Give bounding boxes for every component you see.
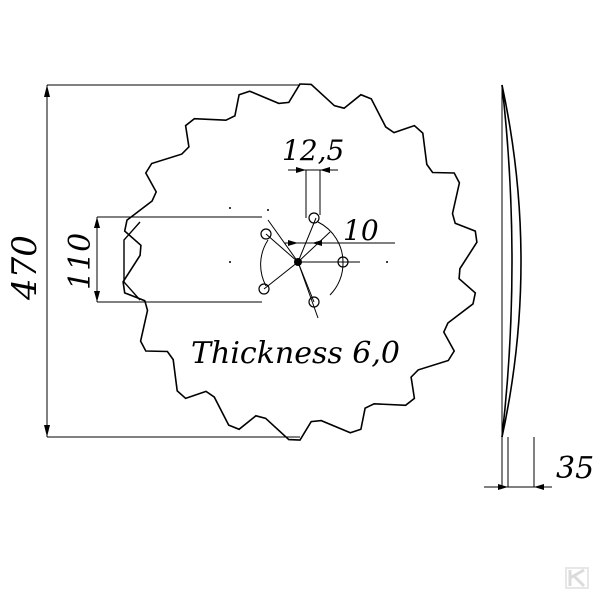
hub-holes — [229, 207, 388, 319]
thickness-note: Thickness 6,0 — [191, 336, 400, 371]
hole-spacing-dimension — [288, 167, 338, 218]
outer-diameter-label: 470 — [5, 235, 45, 301]
slot-dimension — [94, 216, 262, 303]
serrated-disc-outline — [122, 83, 478, 441]
side-profile-view — [484, 84, 552, 490]
hole-diameter-dimension — [284, 240, 395, 246]
k-logo-icon — [565, 567, 589, 589]
hole-diameter-label: 10 — [343, 214, 379, 247]
slot-notch — [123, 221, 141, 301]
hole-spacing-label: 12,5 — [282, 134, 344, 167]
outer-diameter-dimension — [44, 84, 300, 438]
dish-depth-label: 35 — [556, 451, 594, 486]
slot-height-label: 110 — [63, 233, 98, 290]
